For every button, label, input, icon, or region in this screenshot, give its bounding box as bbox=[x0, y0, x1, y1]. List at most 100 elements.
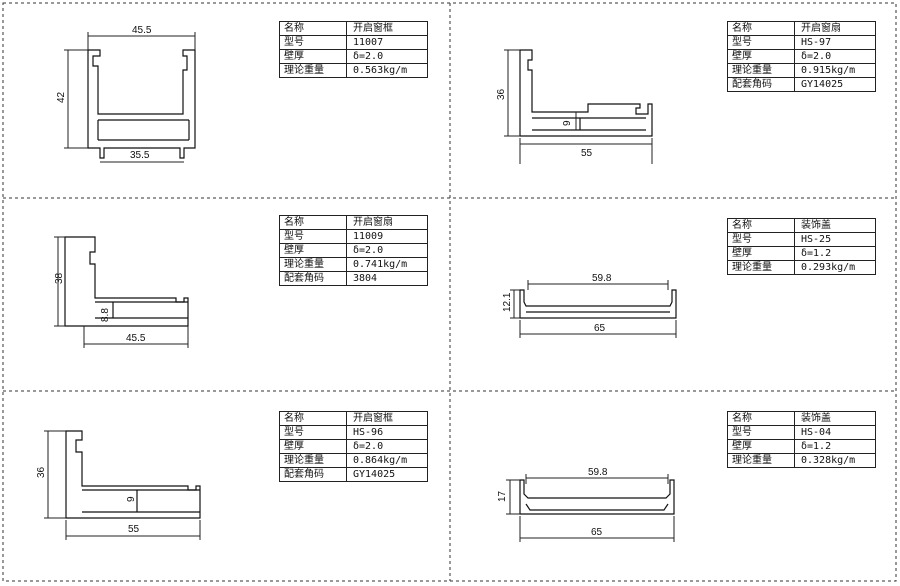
profile-11007 bbox=[87, 49, 196, 159]
dim-p4-left: 12.1 bbox=[502, 292, 513, 312]
spec-key: 型号 bbox=[727, 425, 795, 440]
dim-p6-bottom: 65 bbox=[591, 527, 603, 538]
spec-value: 11007 bbox=[346, 35, 428, 50]
spec-value: HS-25 bbox=[794, 232, 876, 247]
dim-p5-left: 36 bbox=[36, 466, 47, 478]
dim-p2-left: 36 bbox=[496, 88, 507, 100]
spec-key: 壁厚 bbox=[727, 49, 795, 64]
spec-value: 11009 bbox=[346, 229, 428, 244]
dimension-lines-p5 bbox=[44, 430, 201, 540]
spec-value: 开启窗框 bbox=[346, 21, 428, 36]
dim-p5-bottom: 55 bbox=[128, 524, 140, 535]
profile-hs-97 bbox=[519, 49, 653, 137]
spec-key: 理论重量 bbox=[279, 257, 347, 272]
spec-value: GY14025 bbox=[346, 467, 428, 482]
dim-p1-left: 42 bbox=[56, 91, 67, 103]
spec-key: 壁厚 bbox=[727, 439, 795, 454]
spec-value: δ=2.0 bbox=[346, 49, 428, 64]
spec-key: 理论重量 bbox=[727, 260, 795, 275]
spec-value: 0.563kg/m bbox=[346, 63, 428, 78]
spec-value: 0.864kg/m bbox=[346, 453, 428, 468]
profile-hs-96 bbox=[65, 430, 201, 519]
dim-p1-top: 45.5 bbox=[132, 25, 152, 36]
profile-hs-04 bbox=[519, 479, 675, 515]
dim-p4-bottom: 65 bbox=[594, 323, 606, 334]
dimension-lines-p2 bbox=[504, 49, 653, 164]
spec-key: 名称 bbox=[727, 21, 795, 36]
spec-row: 名称开启窗框 bbox=[279, 411, 428, 426]
spec-value: GY14025 bbox=[794, 77, 876, 92]
dim-p2-bottom: 55 bbox=[581, 148, 593, 159]
spec-key: 壁厚 bbox=[279, 439, 347, 454]
spec-value: δ=2.0 bbox=[794, 49, 876, 64]
spec-row: 名称装饰盖 bbox=[727, 218, 876, 233]
spec-value: 0.915kg/m bbox=[794, 63, 876, 78]
spec-value: 开启窗框 bbox=[346, 411, 428, 426]
spec-value: 装饰盖 bbox=[794, 218, 876, 233]
spec-value: 开启窗扇 bbox=[346, 215, 428, 230]
spec-key: 名称 bbox=[727, 411, 795, 426]
spec-row: 名称开启窗框 bbox=[279, 21, 428, 36]
spec-key: 壁厚 bbox=[727, 246, 795, 261]
spec-key: 理论重量 bbox=[727, 63, 795, 78]
spec-key: 名称 bbox=[279, 215, 347, 230]
spec-key: 理论重量 bbox=[279, 453, 347, 468]
spec-value: 3804 bbox=[346, 271, 428, 286]
dim-p3-inner: 8.8 bbox=[100, 308, 111, 322]
spec-value: 装饰盖 bbox=[794, 411, 876, 426]
dim-p6-left: 17 bbox=[497, 490, 508, 502]
spec-key: 壁厚 bbox=[279, 243, 347, 258]
spec-row: 名称装饰盖 bbox=[727, 411, 876, 426]
spec-key: 型号 bbox=[279, 425, 347, 440]
spec-value: δ=2.0 bbox=[346, 243, 428, 258]
dimension-lines-p6 bbox=[506, 474, 675, 542]
spec-value: HS-96 bbox=[346, 425, 428, 440]
spec-key: 配套角码 bbox=[727, 77, 795, 92]
spec-key: 型号 bbox=[279, 35, 347, 50]
spec-value: δ=1.2 bbox=[794, 439, 876, 454]
spec-value: δ=1.2 bbox=[794, 246, 876, 261]
dimension-lines-p3 bbox=[54, 236, 189, 348]
dim-p3-bottom: 45.5 bbox=[126, 333, 146, 344]
dim-p3-left: 38 bbox=[54, 272, 65, 284]
spec-key: 配套角码 bbox=[279, 271, 347, 286]
dim-p6-top: 59.8 bbox=[588, 467, 608, 478]
spec-key: 理论重量 bbox=[279, 63, 347, 78]
spec-value: 0.328kg/m bbox=[794, 453, 876, 468]
spec-key: 名称 bbox=[727, 218, 795, 233]
spec-key: 配套角码 bbox=[279, 467, 347, 482]
spec-key: 名称 bbox=[279, 21, 347, 36]
spec-row: 名称开启窗扇 bbox=[279, 215, 428, 230]
spec-key: 理论重量 bbox=[727, 453, 795, 468]
dim-p2-inner: 9 bbox=[562, 120, 573, 126]
spec-value: 0.741kg/m bbox=[346, 257, 428, 272]
profile-11009 bbox=[64, 236, 189, 327]
dim-p1-bottom: 35.5 bbox=[130, 150, 150, 161]
dimension-lines-p4 bbox=[510, 280, 677, 338]
spec-key: 型号 bbox=[727, 232, 795, 247]
spec-key: 型号 bbox=[727, 35, 795, 50]
